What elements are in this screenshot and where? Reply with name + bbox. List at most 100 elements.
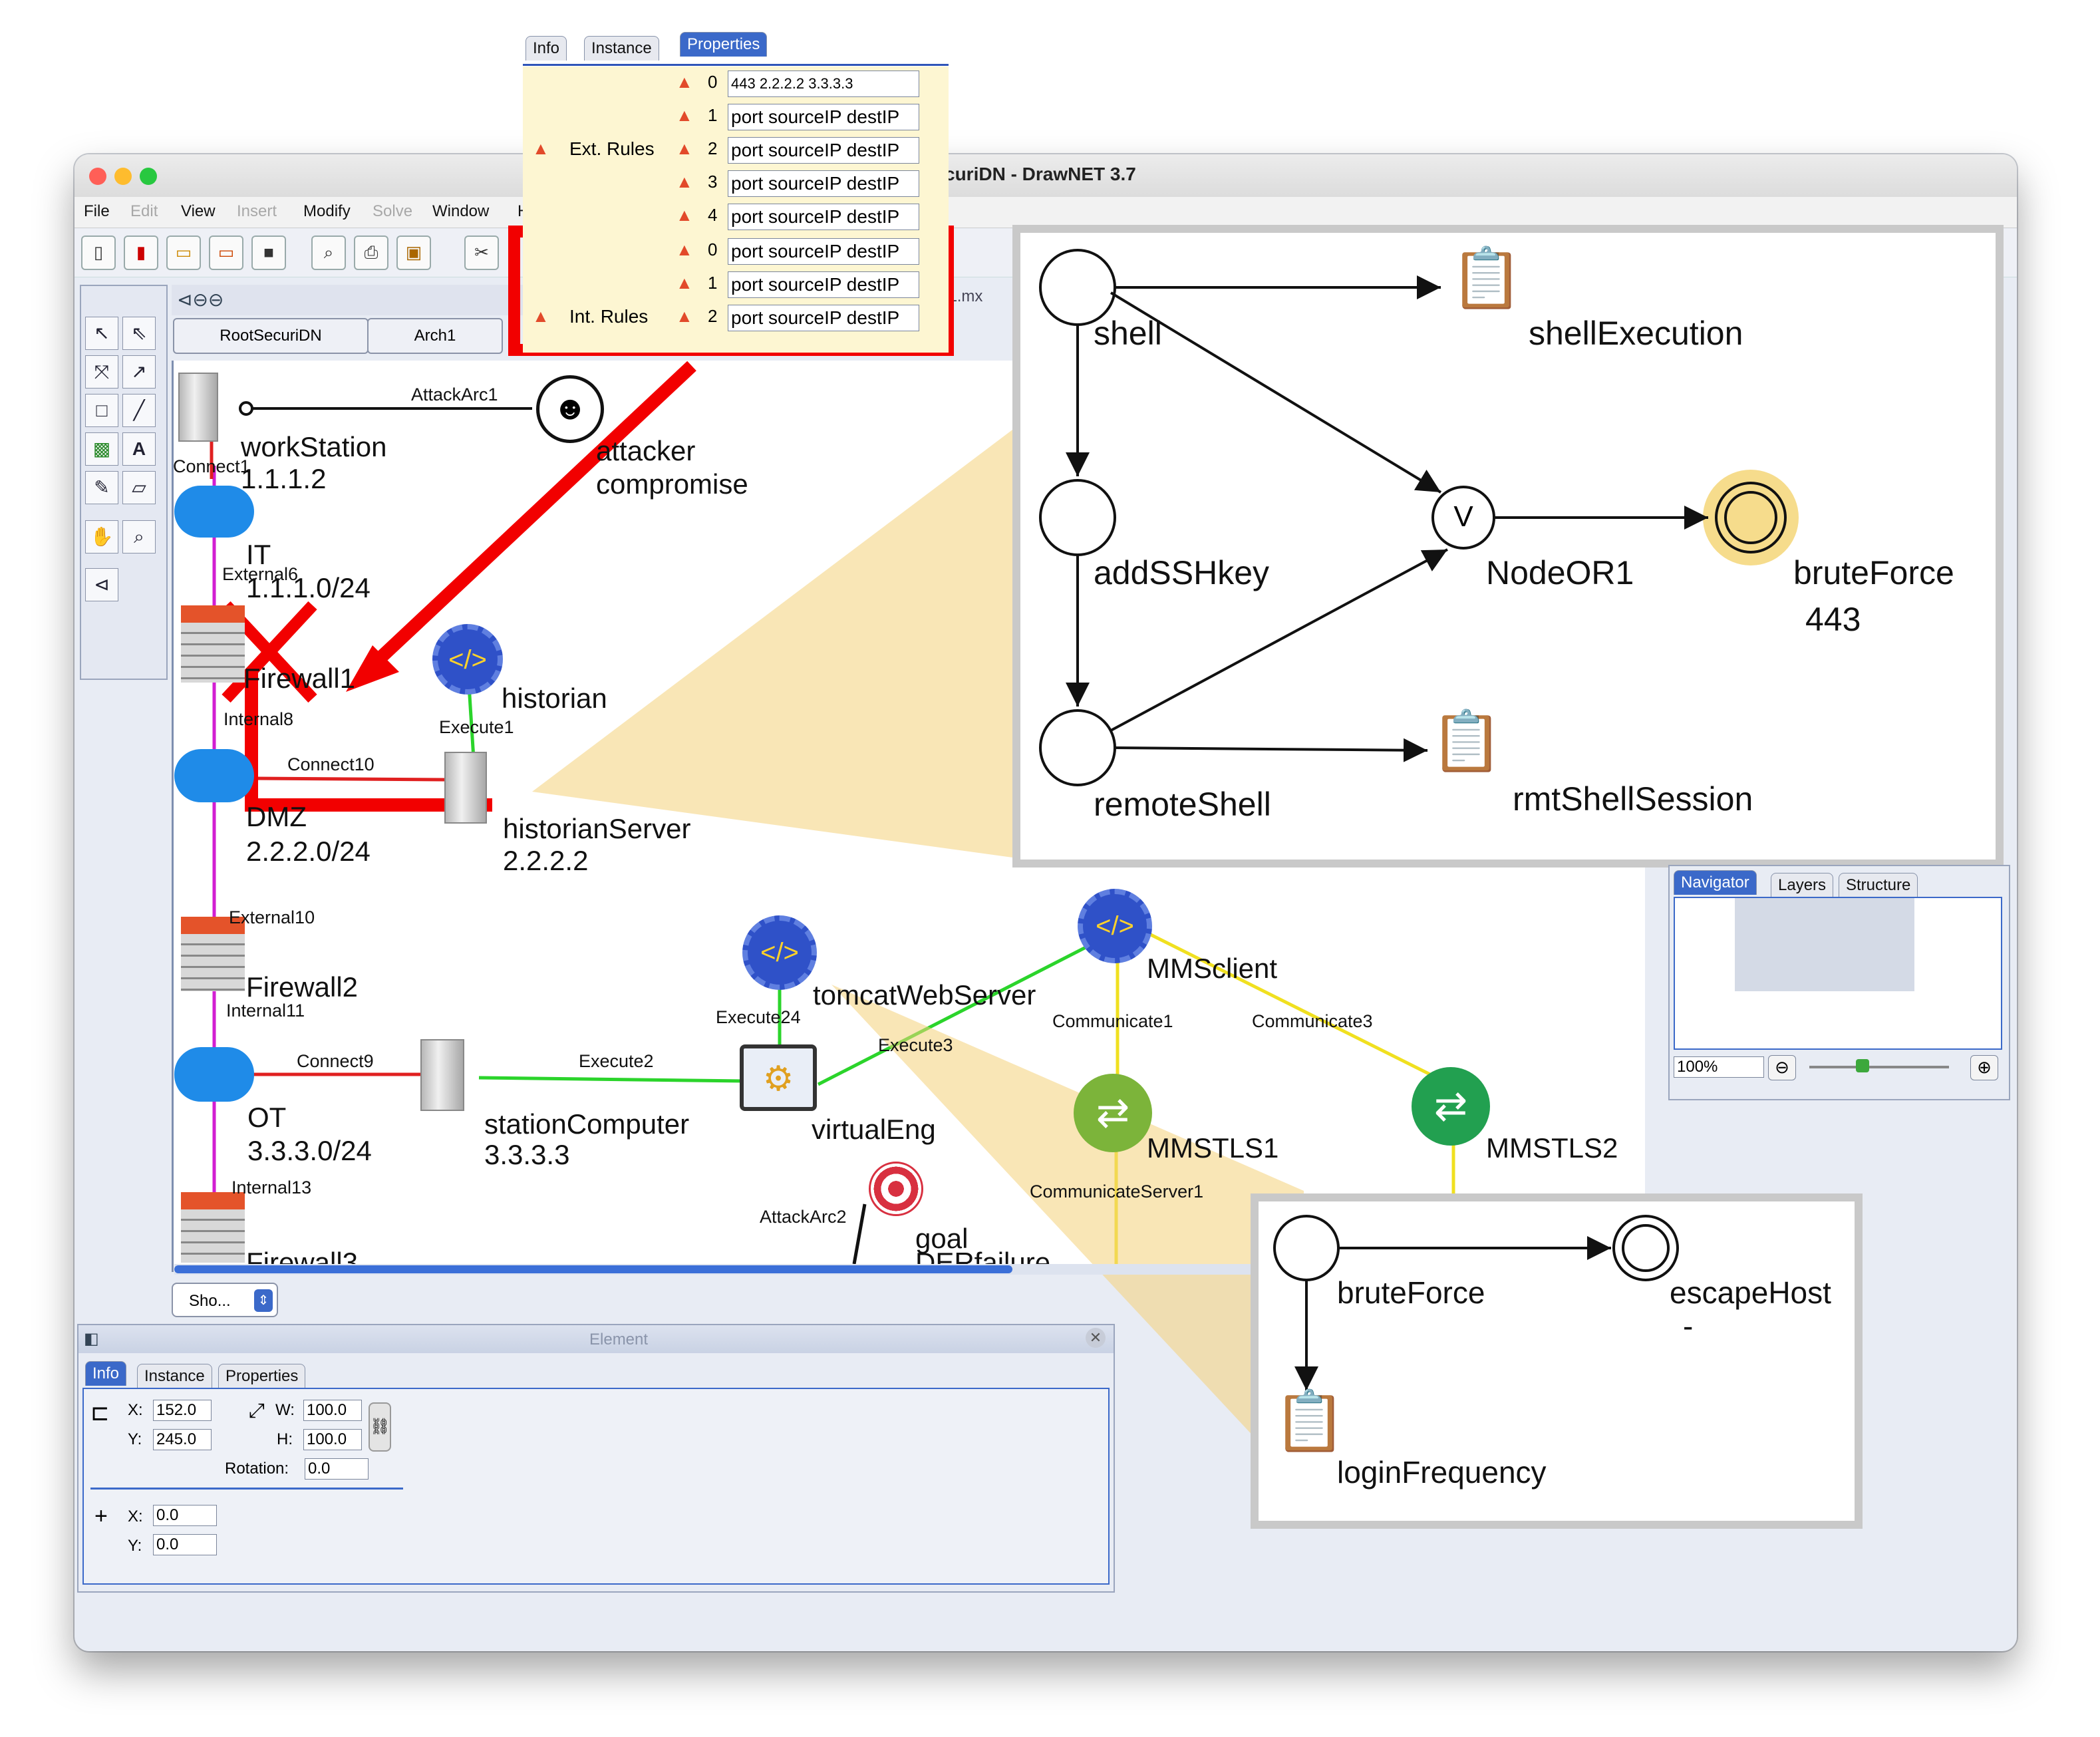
station-computer-icon[interactable]: [420, 1039, 464, 1111]
line-tool-icon[interactable]: ╱: [122, 394, 156, 427]
tab-element-properties[interactable]: Properties: [218, 1364, 306, 1388]
select-outline-icon[interactable]: ⇖: [122, 317, 156, 350]
mmsclient-label: MMSclient: [1147, 953, 1278, 984]
tomcat-code-icon[interactable]: </>: [742, 915, 817, 990]
ext-rule-value-field[interactable]: port sourceIP destIP: [728, 104, 919, 130]
tab-root-securidn[interactable]: RootSecuriDN: [173, 318, 369, 354]
h-field[interactable]: 100.0: [303, 1429, 362, 1450]
tab-navigator[interactable]: Navigator: [1674, 870, 1757, 895]
zoom-in-icon[interactable]: ⊕: [1970, 1055, 1998, 1080]
model-tool-icon[interactable]: ⊲: [85, 568, 118, 601]
minimize-window-button[interactable]: [114, 168, 132, 185]
model-nav-icon[interactable]: ⊲⊖⊖: [177, 289, 224, 310]
menu-file[interactable]: File: [84, 202, 110, 220]
int-rule-value-field[interactable]: port sourceIP destIP: [728, 271, 919, 298]
menu-window[interactable]: Window: [432, 202, 490, 220]
it-cloud-icon[interactable]: [174, 486, 254, 538]
tab-instance[interactable]: Instance: [584, 36, 659, 61]
historian-code-icon[interactable]: </>: [432, 624, 503, 695]
connect-tool-icon[interactable]: ⤧: [85, 355, 118, 389]
w-field[interactable]: 100.0: [303, 1400, 362, 1421]
tab-element-info[interactable]: Info: [85, 1361, 127, 1386]
menu-view[interactable]: View: [181, 202, 216, 220]
int-rule-value-field[interactable]: port sourceIP destIP: [728, 238, 919, 265]
attacker-mask-icon[interactable]: ☻: [536, 375, 604, 443]
zoom-slider-track[interactable]: [1809, 1066, 1949, 1068]
ext-rule-value-field[interactable]: port sourceIP destIP: [728, 137, 919, 164]
new-file-icon[interactable]: ▯: [81, 236, 116, 270]
open-recent-icon[interactable]: ▭: [209, 236, 243, 270]
int-rule-value-field[interactable]: port sourceIP destIP: [728, 305, 919, 331]
tab-arch1[interactable]: Arch1: [367, 318, 503, 354]
ext-rule-value-field[interactable]: port sourceIP destIP: [728, 170, 919, 197]
h-label: H:: [277, 1430, 293, 1448]
offset-y-field[interactable]: 0.0: [153, 1534, 217, 1555]
menu-edit[interactable]: Edit: [130, 202, 158, 220]
ot-cloud-icon[interactable]: [174, 1047, 254, 1102]
chevron-updown-icon[interactable]: ⇕: [254, 1289, 273, 1312]
menu-insert[interactable]: Insert: [237, 202, 277, 220]
canvas-scrollbar-thumb[interactable]: [174, 1265, 1012, 1273]
firewall3-icon[interactable]: [181, 1192, 245, 1263]
navigator-thumbnail[interactable]: [1674, 897, 2002, 1050]
cut-icon[interactable]: ✂: [464, 236, 499, 270]
lock-ratio-chain-icon[interactable]: ⛓: [369, 1402, 391, 1452]
navigator-viewport[interactable]: [1735, 898, 1914, 991]
select-arrow-icon[interactable]: ↖: [85, 317, 118, 350]
ext-rule-value-field[interactable]: 443 2.2.2.2 3.3.3.3: [728, 71, 919, 97]
tab-structure[interactable]: Structure: [1839, 873, 1918, 897]
ext-rule-flame-icon: ▲: [676, 172, 693, 192]
mmstls1-exchange-icon[interactable]: ⇄: [1074, 1074, 1152, 1152]
show-select[interactable]: Sho... ⇕: [172, 1283, 278, 1317]
print-preview-icon[interactable]: ⌕: [311, 236, 346, 270]
close-window-button[interactable]: [89, 168, 106, 185]
eraser-icon[interactable]: ▱: [122, 471, 156, 504]
menu-modify[interactable]: Modify: [303, 202, 351, 220]
zoom-level-field[interactable]: 100%: [1674, 1056, 1764, 1078]
goal-target-icon[interactable]: [869, 1162, 923, 1216]
tab-element-instance[interactable]: Instance: [137, 1364, 212, 1388]
hand-pan-icon[interactable]: ✋: [85, 520, 118, 553]
tab-properties[interactable]: Properties: [680, 32, 768, 57]
new-red-file-icon[interactable]: ▮: [124, 236, 158, 270]
ext-rule-index: 0: [708, 72, 718, 92]
shell-execution-clipboard-icon[interactable]: 📋: [1450, 245, 1523, 311]
virtual-eng-gears-icon[interactable]: ⚙: [740, 1044, 817, 1111]
login-frequency-clipboard-icon[interactable]: 📋: [1273, 1388, 1346, 1454]
tab-info[interactable]: Info: [525, 36, 567, 61]
direct-select-icon[interactable]: ↗: [122, 355, 156, 389]
zoom-window-button[interactable]: [140, 168, 157, 185]
firewall1-icon[interactable]: [181, 605, 245, 683]
offset-x-field[interactable]: 0.0: [153, 1505, 217, 1526]
historian-server-icon[interactable]: [444, 752, 487, 824]
ext-rule-value-field[interactable]: port sourceIP destIP: [728, 204, 919, 230]
ext-rule-index: 3: [708, 172, 718, 192]
text-tool-icon[interactable]: A: [122, 432, 156, 466]
menu-solve[interactable]: Solve: [373, 202, 413, 220]
rectangle-tool-icon[interactable]: □: [85, 394, 118, 427]
export-icon[interactable]: ▣: [396, 236, 431, 270]
mmsclient-code-icon[interactable]: </>: [1078, 889, 1152, 963]
save-icon[interactable]: ■: [251, 236, 286, 270]
rmt-shell-session-clipboard-icon[interactable]: 📋: [1430, 708, 1503, 774]
print-icon[interactable]: ⎙: [354, 236, 388, 270]
firewall2-label: Firewall2: [246, 971, 359, 1003]
zoom-tool-icon[interactable]: ⌕: [122, 520, 156, 553]
firewall2-icon[interactable]: [181, 917, 245, 991]
tab-layers[interactable]: Layers: [1771, 873, 1834, 897]
tree2-login-frequency-label: loginFrequency: [1337, 1455, 1547, 1490]
x-field[interactable]: 152.0: [153, 1400, 212, 1421]
workstation-server-icon[interactable]: [178, 373, 218, 442]
close-panel-icon[interactable]: ✕: [1086, 1328, 1106, 1348]
mmstls2-exchange-icon[interactable]: ⇄: [1412, 1067, 1490, 1146]
eyedropper-icon[interactable]: ✎: [85, 471, 118, 504]
image-tool-icon[interactable]: ▩: [85, 432, 118, 466]
y-field[interactable]: 245.0: [153, 1429, 212, 1450]
zoom-slider-handle[interactable]: [1856, 1059, 1869, 1072]
zoom-out-icon[interactable]: ⊖: [1768, 1055, 1796, 1080]
w-label: W:: [275, 1401, 295, 1419]
dmz-cloud-icon[interactable]: [174, 749, 254, 802]
open-folder-icon[interactable]: ▭: [166, 236, 201, 270]
rotation-field[interactable]: 0.0: [305, 1458, 369, 1480]
